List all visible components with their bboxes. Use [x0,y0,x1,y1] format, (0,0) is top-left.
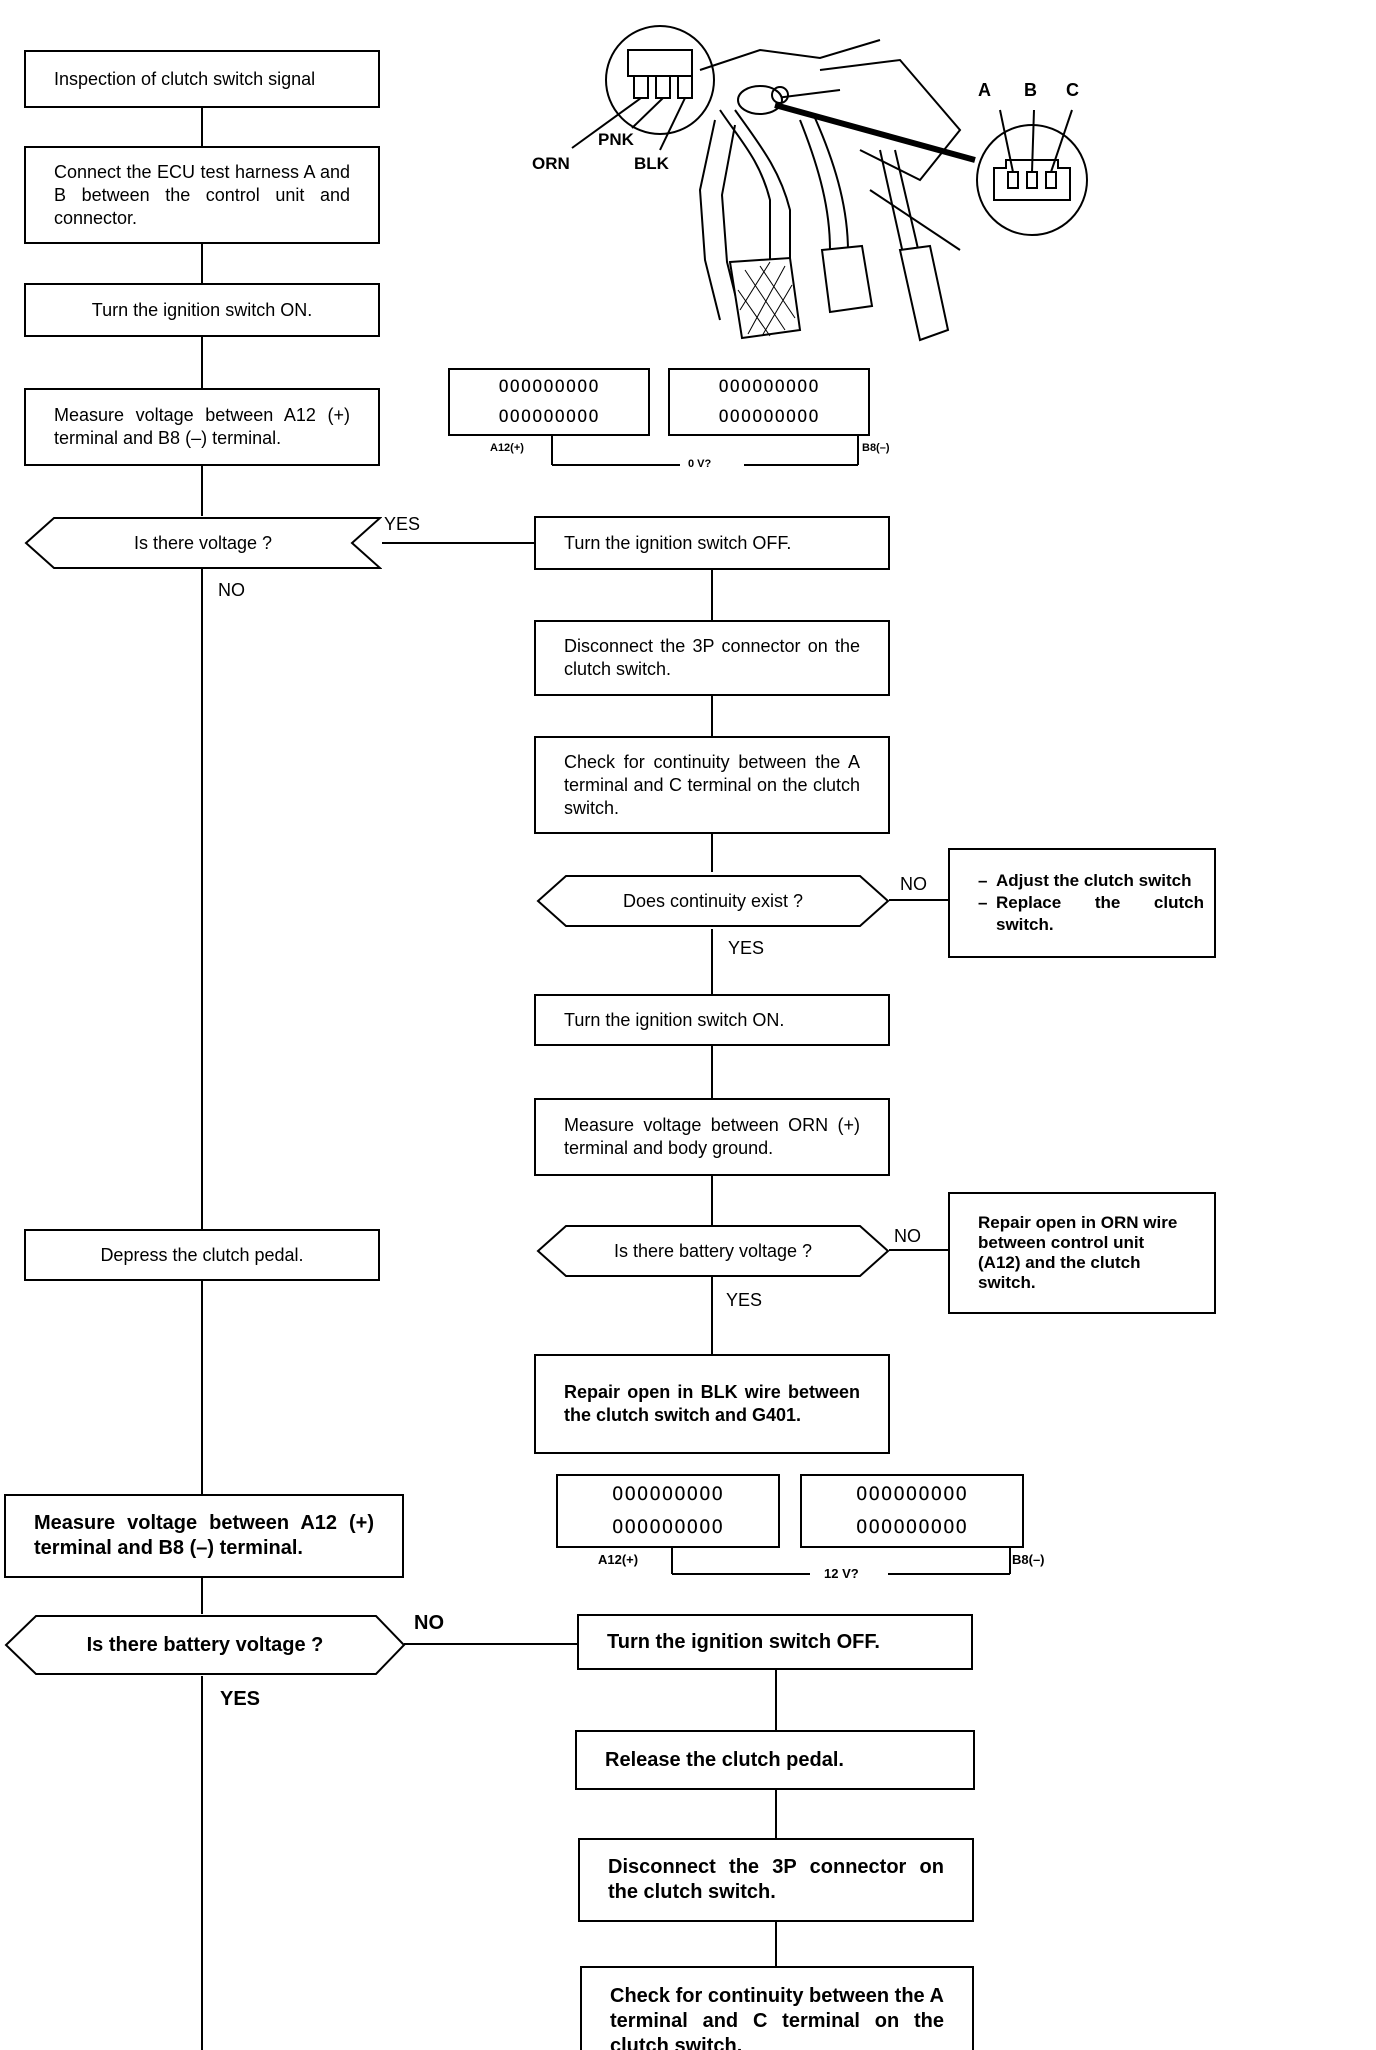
decision-continuity: Does continuity exist ? [536,874,890,928]
step-inspect: Inspection of clutch switch signal [24,50,380,108]
step-adjust-replace-switch: Adjust the clutch switch Replace the clu… [948,848,1216,958]
step-measure-voltage-2: Measure voltage between A12 (+) terminal… [4,1494,404,1578]
connector-b-diagram-2: OOOOOOOOO OOOOOOOOO [800,1474,1024,1548]
label-yes-4: YES [220,1688,261,1710]
fix-item-adjust: Adjust the clutch switch [978,870,1204,892]
label-a12-plus-1: A12(+) [490,442,524,454]
decision-battery-voltage-1: Is there battery voltage ? [536,1224,890,1278]
wire-label-pnk: PNK [598,130,634,149]
terminal-label-c: C [1066,80,1079,100]
wire-label-blk: BLK [634,154,669,173]
label-12v: 12 V? [824,1566,859,1581]
label-yes-3: YES [726,1290,763,1310]
connector-a-diagram-2: OOOOOOOOO OOOOOOOOO [556,1474,780,1548]
fix-item-replace: Replace the clutch switch. [978,892,1204,936]
wire-label-orn: ORN [532,154,570,173]
label-0v: 0 V? [688,458,712,470]
pedal-illustration [571,25,1088,342]
step-ignition-off-2: Turn the ignition switch OFF. [577,1614,973,1670]
connector-b2-pin-row-bottom: OOOOOOOOO [856,1516,968,1538]
step-ignition-on-2: Turn the ignition switch ON. [534,994,890,1046]
label-no-2: NO [900,874,927,894]
connector-a-pin-row-bottom: OOOOOOOOO [498,406,600,427]
step-release-clutch: Release the clutch pedal. [575,1730,975,1790]
step-connect-harness: Connect the ECU test harness A and B bet… [24,146,380,244]
label-no-1: NO [218,580,245,600]
connector-a-diagram-1: OOOOOOOOO OOOOOOOOO [448,368,650,436]
connector-b-diagram-1: OOOOOOOOO OOOOOOOOO [668,368,870,436]
connector-b2-pin-row-top: OOOOOOOOO [856,1483,968,1505]
connector-a2-pin-row-top: OOOOOOOOO [612,1483,724,1505]
step-ignition-on-1: Turn the ignition switch ON. [24,283,380,337]
step-check-continuity-1: Check for continuity between the A termi… [534,736,890,834]
connector-b-pin-row-top: OOOOOOOOO [718,376,820,397]
connector-b-pin-row-bottom: OOOOOOOOO [718,406,820,427]
step-disconnect-3p-1: Disconnect the 3P connector on the clutc… [534,620,890,696]
label-b8-minus-2: B8(–) [1012,1552,1045,1567]
label-yes-2: YES [728,938,765,958]
step-measure-voltage-1: Measure voltage between A12 (+) terminal… [24,388,380,466]
step-disconnect-3p-2: Disconnect the 3P connector on the clutc… [578,1838,974,1922]
step-depress-clutch: Depress the clutch pedal. [24,1229,380,1281]
step-repair-blk-wire: Repair open in BLK wire between the clut… [534,1354,890,1454]
label-a12-plus-2: A12(+) [598,1552,639,1567]
connector-a-pin-row-top: OOOOOOOOO [498,376,600,397]
step-repair-orn-wire: Repair open in ORN wire between control … [948,1192,1216,1314]
step-check-continuity-2: Check for continuity between the A termi… [580,1966,974,2050]
label-b8-minus-1: B8(–) [862,442,890,454]
decision-battery-voltage-2: Is there battery voltage ? [4,1614,406,1676]
connector-a2-pin-row-bottom: OOOOOOOOO [612,1516,724,1538]
step-measure-orn: Measure voltage between ORN (+) terminal… [534,1098,890,1176]
terminal-label-a: A [978,80,991,100]
label-no-4: NO [894,1226,921,1246]
label-yes-1: YES [384,514,421,534]
terminal-label-b: B [1024,80,1037,100]
label-no-3: NO [414,1612,444,1634]
decision-is-there-voltage: Is there voltage ? [24,516,382,570]
step-ignition-off-1: Turn the ignition switch OFF. [534,516,890,570]
